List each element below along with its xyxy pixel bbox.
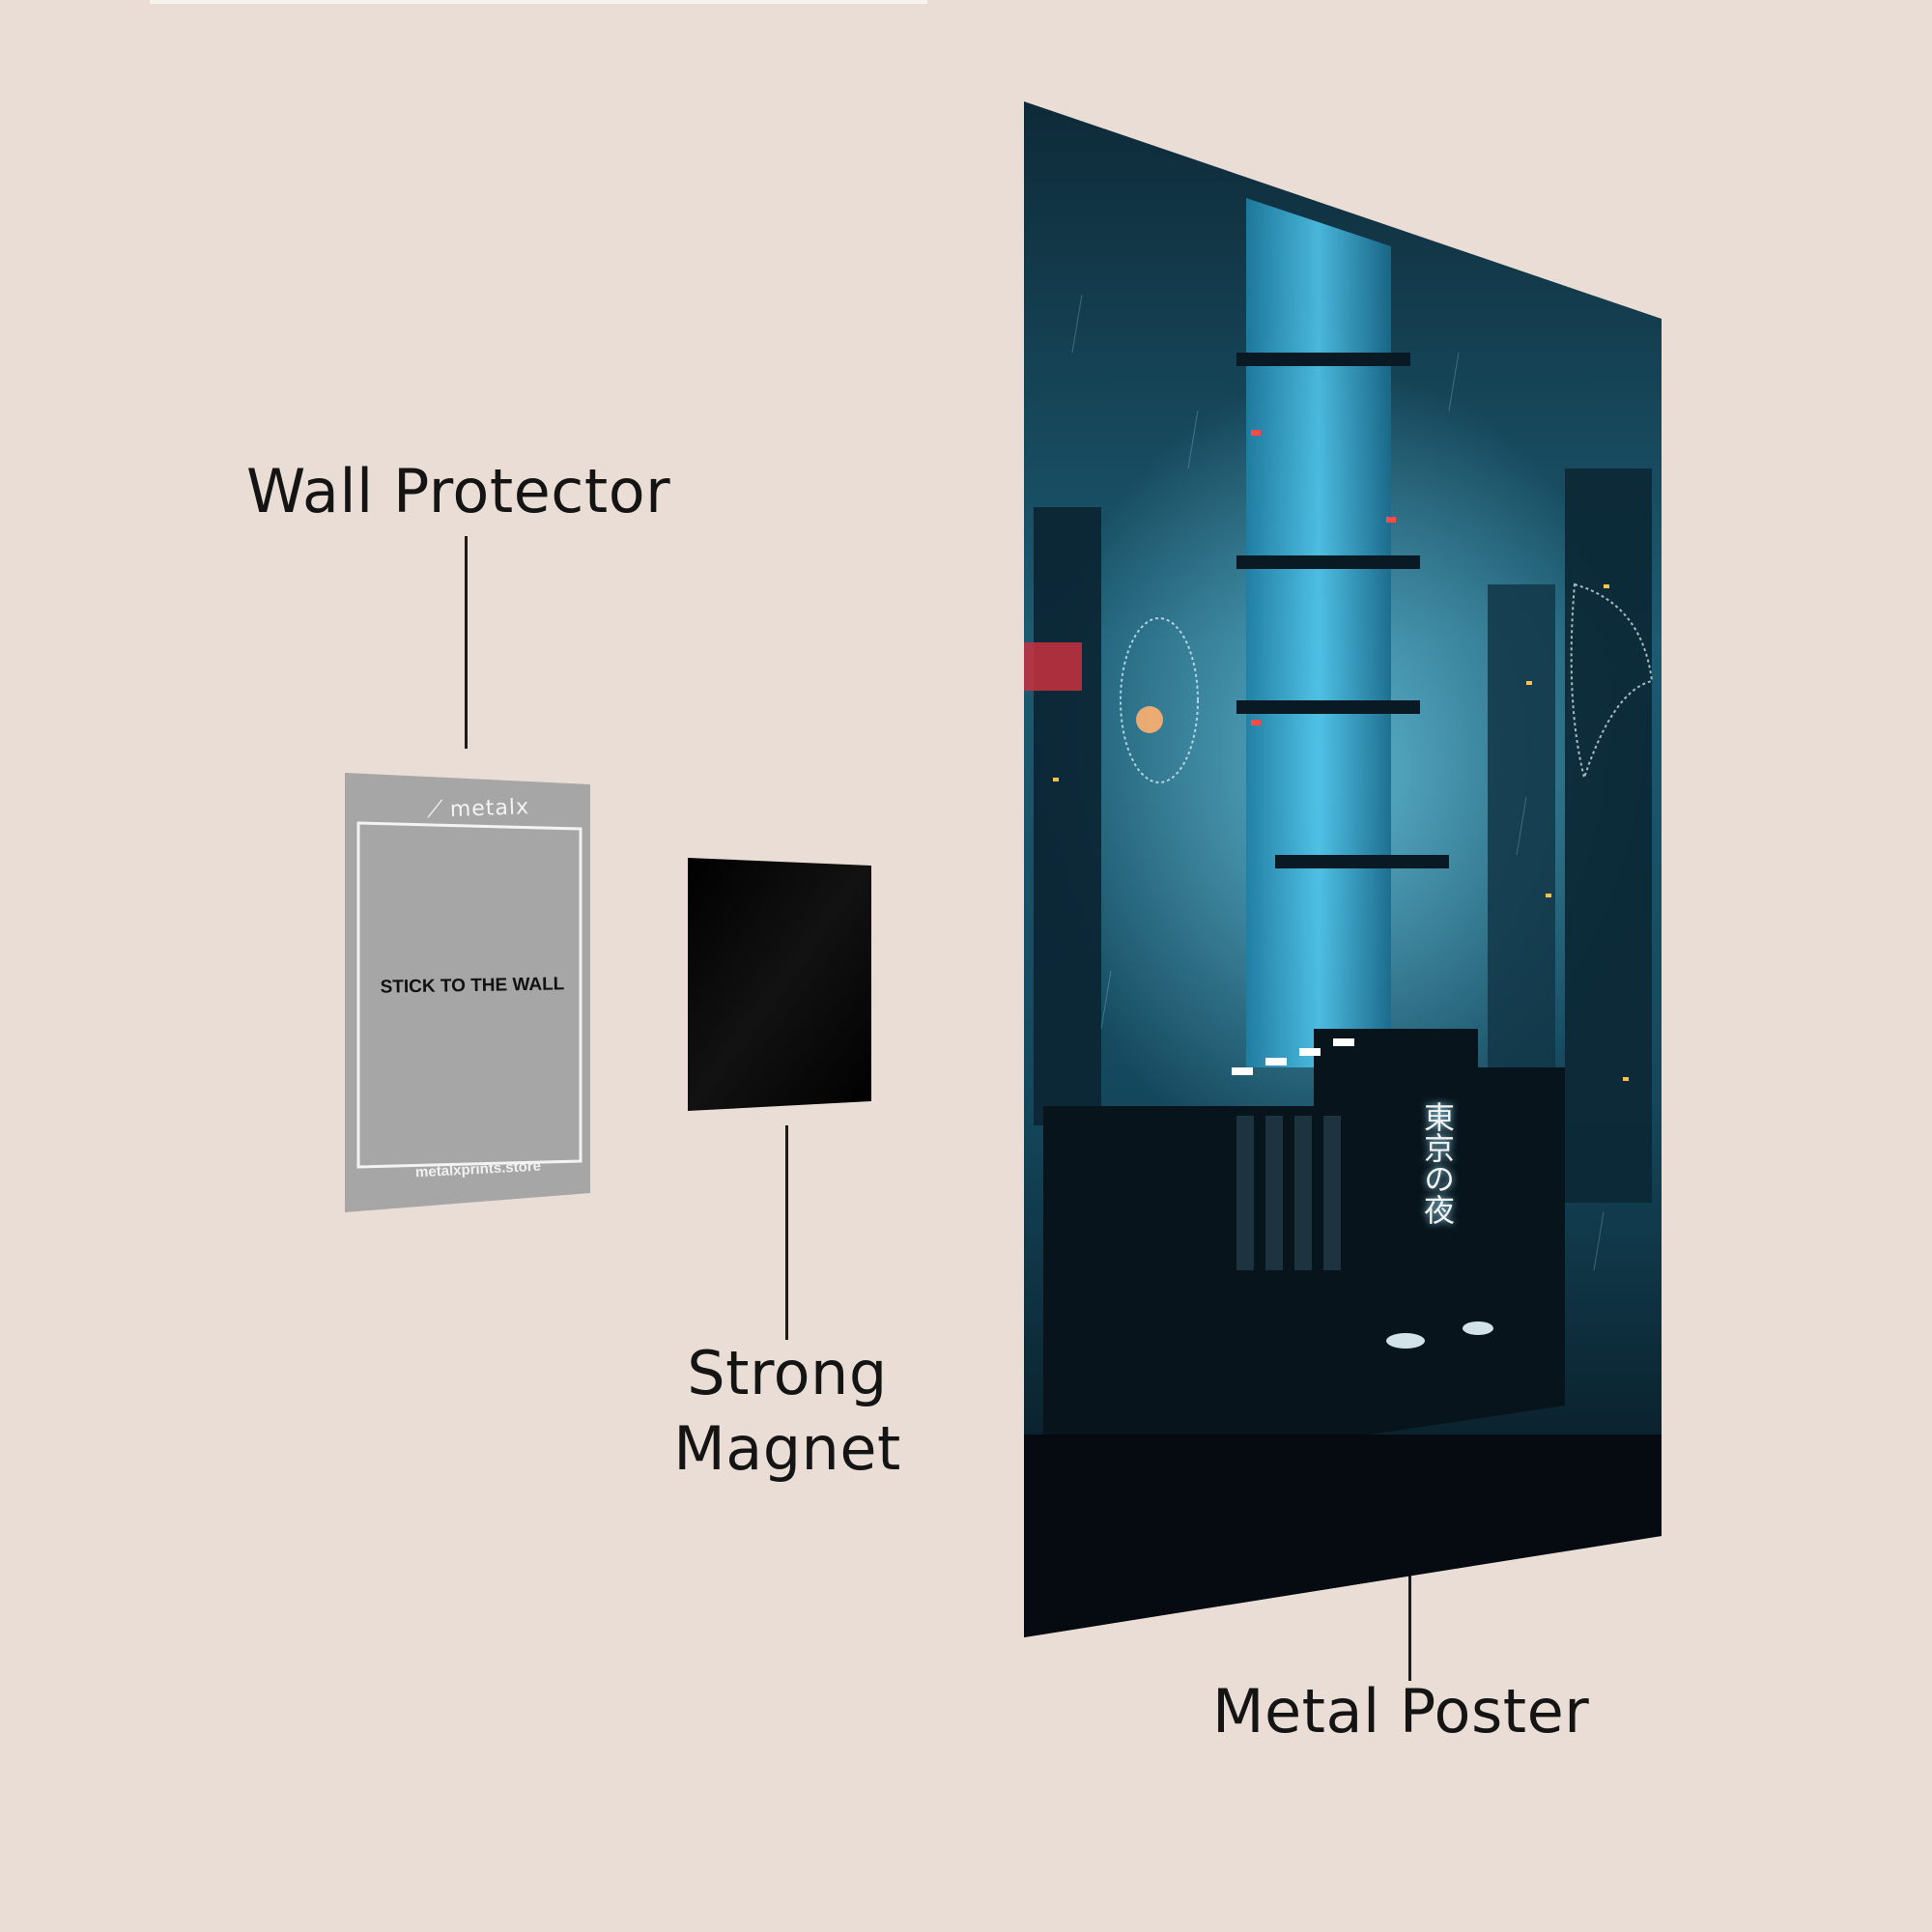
metalx-logo-icon: ⟋ bbox=[426, 795, 445, 823]
metalx-logo: ⟋metalx bbox=[411, 792, 547, 824]
stick-to-wall-text: STICK TO THE WALL bbox=[380, 974, 565, 998]
metal-poster-label: Metal Poster bbox=[1212, 1676, 1590, 1747]
wall-protector-shape bbox=[345, 773, 590, 1212]
metal-poster-leader-line bbox=[1408, 1536, 1411, 1681]
strong-magnet-label-line1: Strong bbox=[687, 1338, 888, 1408]
wall-protector-leader-line bbox=[465, 536, 468, 749]
wall-protector-label: Wall Protector bbox=[246, 456, 671, 526]
aquarium-tower bbox=[1246, 198, 1391, 1067]
strong-magnet-leader-line bbox=[785, 1125, 788, 1340]
top-edge-strip bbox=[150, 0, 927, 4]
poster-japanese-sign: 東京の夜 bbox=[1419, 1101, 1456, 1225]
metal-poster bbox=[1024, 101, 1662, 1637]
wall-protector-card: ⟋metalx STICK TO THE WALL metalxprints.s… bbox=[343, 773, 594, 1212]
strong-magnet-label-line2: Magnet bbox=[673, 1413, 901, 1485]
strong-magnet-label: Strong Magnet bbox=[628, 1338, 947, 1486]
metalx-brand-text: metalx bbox=[449, 795, 530, 823]
strong-magnet bbox=[688, 858, 871, 1111]
